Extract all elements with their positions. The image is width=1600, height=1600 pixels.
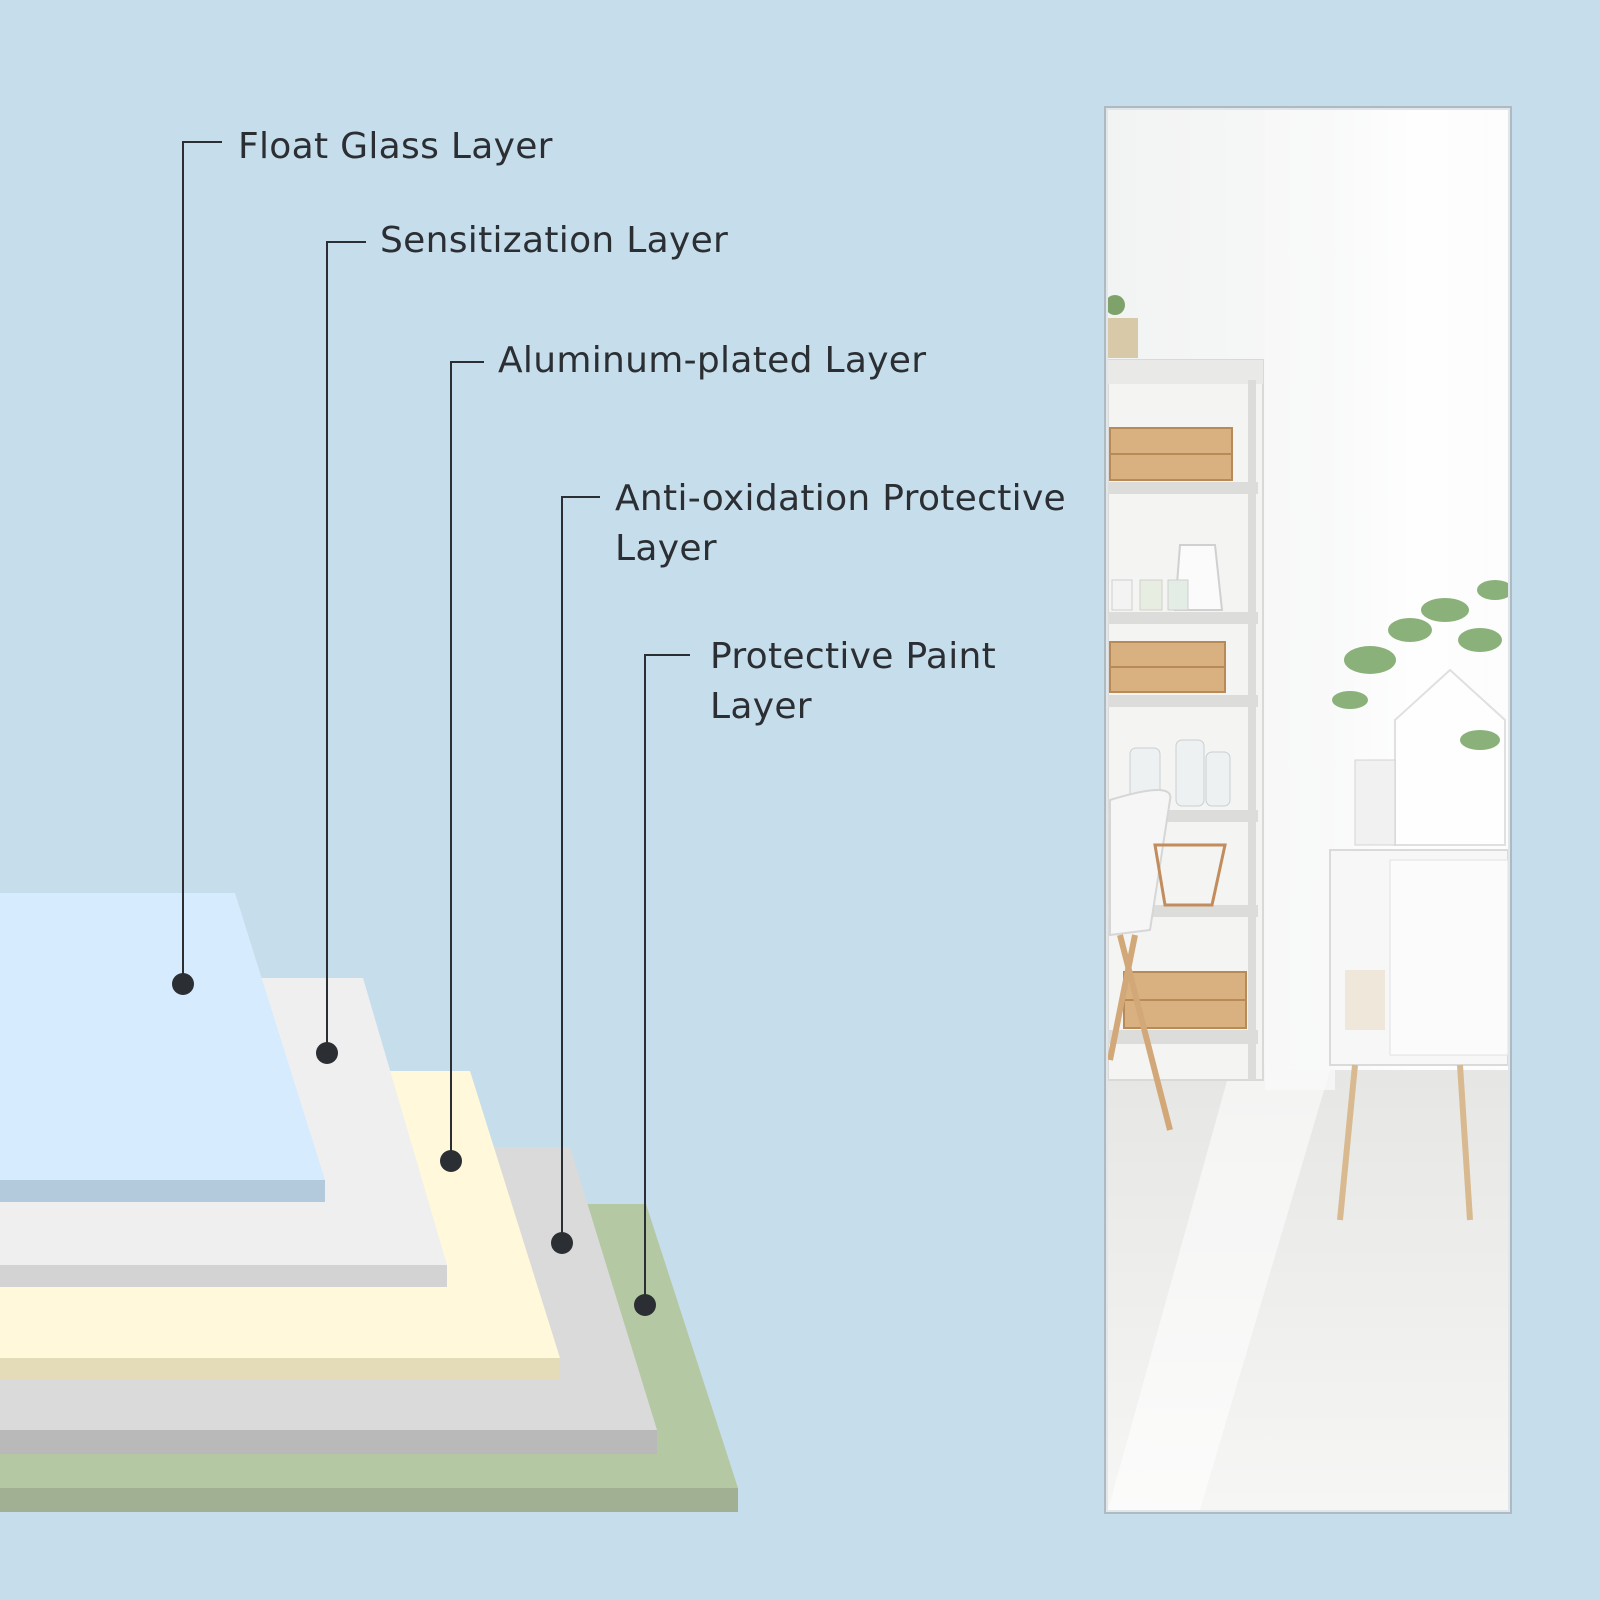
label-aluminum-plated-layer: Aluminum-plated Layer <box>498 340 926 381</box>
callout-float-glass-layer: Float Glass Layer <box>172 126 553 995</box>
callout-aluminum-plated-layer: Aluminum-plated Layer <box>440 340 926 1172</box>
leader-dot-aluminum-plated-layer <box>440 1150 462 1172</box>
callout-sensitization-layer: Sensitization Layer <box>316 220 728 1064</box>
slab-edge-protective-paint-layer <box>0 1488 738 1512</box>
leader-line-aluminum-plated-layer <box>450 361 484 1161</box>
leader-dot-anti-oxidation-protective-layer <box>551 1232 573 1254</box>
label-line-anti-oxidation-protective-layer-2: Layer <box>615 528 717 569</box>
layer-stack <box>0 893 738 1512</box>
slab-edge-anti-oxidation-protective-layer <box>0 1430 657 1454</box>
label-float-glass-layer: Float Glass Layer <box>238 126 553 167</box>
label-line-sensitization-layer-1: Sensitization Layer <box>380 220 728 261</box>
slab-float-glass-layer <box>0 893 325 1202</box>
label-line-protective-paint-layer-2: Layer <box>710 686 812 727</box>
leader-line-protective-paint-layer <box>644 654 690 1305</box>
leader-dot-float-glass-layer <box>172 973 194 995</box>
label-line-aluminum-plated-layer-1: Aluminum-plated Layer <box>498 340 926 381</box>
leader-dot-protective-paint-layer <box>634 1294 656 1316</box>
slab-edge-float-glass-layer <box>0 1180 325 1202</box>
leader-line-anti-oxidation-protective-layer <box>561 496 600 1243</box>
label-line-protective-paint-layer-1: Protective Paint <box>710 636 996 677</box>
label-sensitization-layer: Sensitization Layer <box>380 220 728 261</box>
mirror-illustration <box>1104 106 1512 1514</box>
slab-top-float-glass-layer <box>0 893 325 1180</box>
leader-line-float-glass-layer <box>182 141 222 984</box>
label-line-anti-oxidation-protective-layer-1: Anti-oxidation Protective <box>615 478 1066 519</box>
leader-dot-sensitization-layer <box>316 1042 338 1064</box>
leader-line-sensitization-layer <box>326 241 366 1053</box>
label-line-float-glass-layer-1: Float Glass Layer <box>238 126 553 167</box>
slab-edge-sensitization-layer <box>0 1265 447 1287</box>
slab-edge-aluminum-plated-layer <box>0 1358 560 1380</box>
